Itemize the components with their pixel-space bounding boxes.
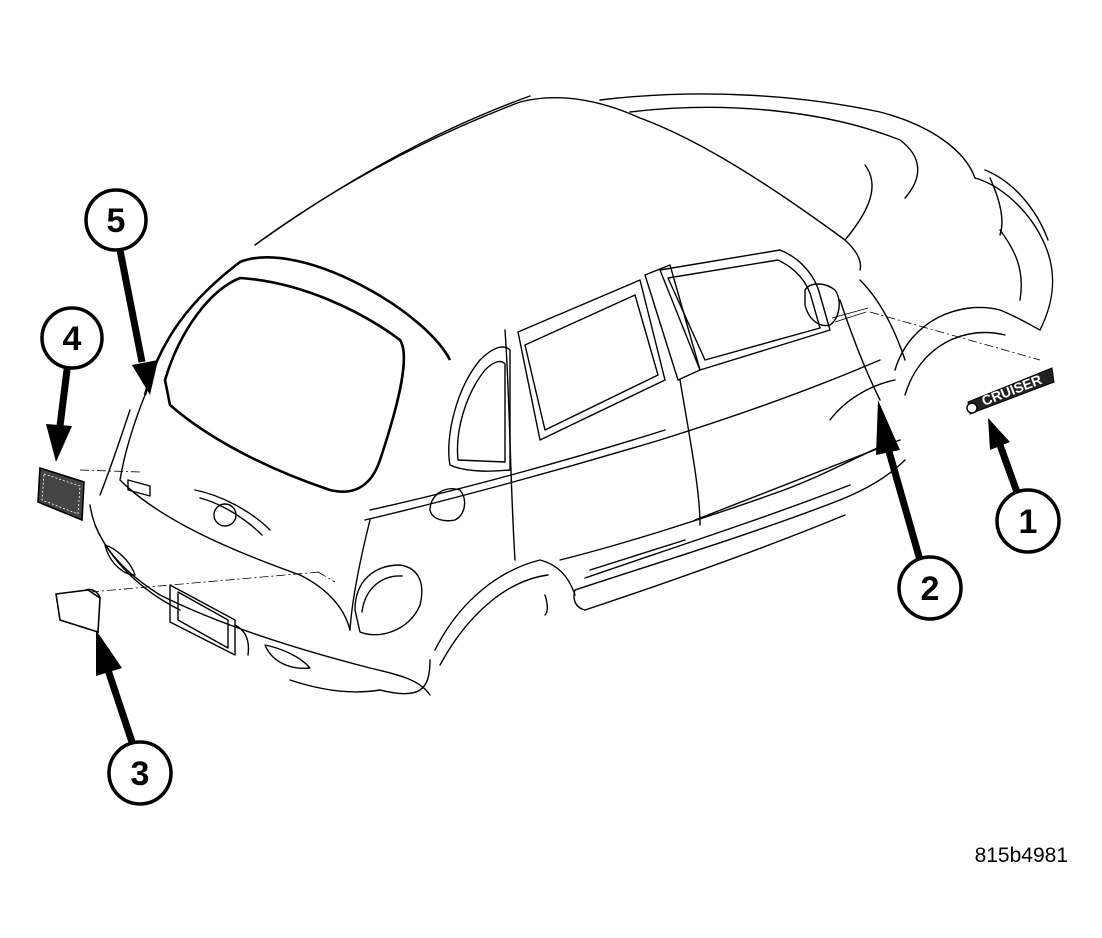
callout-4: 4: [40, 306, 104, 370]
callout-2: 2: [897, 555, 963, 621]
cruiser-badge: CRUISER: [966, 367, 1055, 415]
callout-5: 5: [84, 188, 148, 252]
callout-3: 3: [107, 740, 173, 806]
callout-5-label: 5: [107, 202, 126, 240]
callout-3-label: 3: [131, 755, 150, 793]
liftgate-label-decal: [37, 466, 85, 522]
vehicle-body: [89, 93, 1054, 696]
callout-1-label: 1: [1019, 503, 1038, 541]
pointer-arrows: [46, 249, 1022, 744]
callout-4-label: 4: [63, 320, 82, 358]
callout-2-label: 2: [921, 570, 940, 608]
callout-1: 1: [995, 488, 1061, 554]
figure-code: 815b4981: [975, 844, 1068, 867]
rear-label-decal: [55, 588, 101, 634]
leader-lines: [79, 311, 1041, 593]
